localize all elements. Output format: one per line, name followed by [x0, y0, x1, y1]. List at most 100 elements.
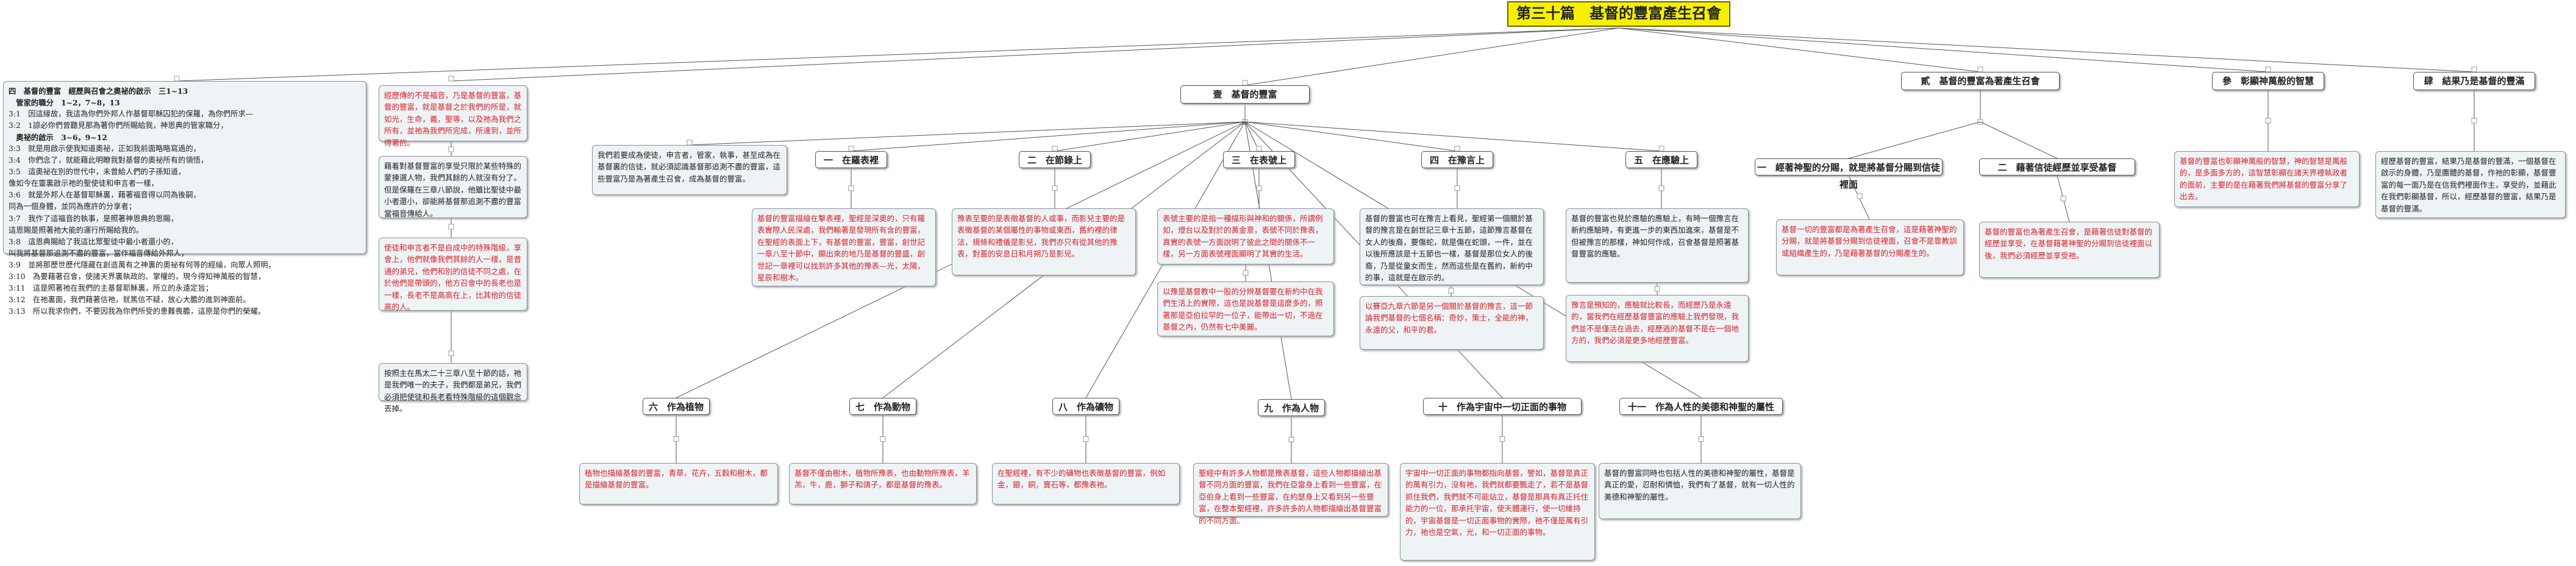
connector-node — [1256, 185, 1262, 191]
connector-node — [1977, 66, 1983, 73]
connector-line — [1054, 121, 1246, 152]
outline-line: 叫我將基督那追測不盡的豐富，當作福音傳給外邦人， — [9, 249, 189, 258]
outline-line: 管家的職分 1~2，7~8，13 — [9, 98, 120, 108]
connector-node — [673, 436, 679, 442]
left-box-1: 經歷傳的不是福音，乃是基督的豐富，基督的豐富，就是基督之於我們的所是，就如光，生… — [379, 85, 527, 147]
connector-node — [2471, 66, 2477, 73]
connector-node — [1857, 193, 1863, 199]
connector-node — [1083, 436, 1089, 442]
connector-line — [1618, 27, 2269, 73]
connector-node — [1052, 146, 1058, 152]
connector-line — [1980, 121, 2058, 159]
outline-line: 3:5 這奧祕在別的世代中，未曾給人們的子孫知道， — [9, 168, 186, 177]
connector-node — [448, 224, 454, 230]
col-body-5: 基督的豐富也見於應驗的應驗上，有時一個豫言在新約應驗時，有更進一步的東西加進來，… — [1566, 208, 1749, 283]
row2-header-7: 七 作為動物 — [849, 398, 916, 415]
row2-body-11: 基督的豐富同時也包括人性的美德和神聖的屬性，基督是真正的愛，忍耐和憐恤，我們有了… — [1599, 463, 1801, 519]
sub-header-dispensing: 一 經著神聖的分賜，就是將基督分賜到信徒裡面 — [1755, 158, 1943, 190]
col-header-4: 四 在豫言上 — [1421, 151, 1493, 168]
connector-node — [2471, 118, 2477, 124]
left-box-3: 使徒和申言者不是自成中的特殊階級，享會上，他們就像我們其餘的人一樣，是普通的弟兄… — [379, 238, 527, 311]
col-body-4: 基督的豐富也可在豫言上看見，聖經第一個關於基督的豫言是在創世記三章十五節，這節豫… — [1360, 208, 1544, 285]
outline-line: 這恩賜是照著祂大能的運行所賜給我的。 — [9, 225, 144, 235]
outline-line: 3:7 我作了這福音的執事，是照著神恩典的恩賜， — [9, 214, 179, 223]
connector-node — [448, 146, 454, 152]
outline-line: 像如今在靈裏啟示祂的聖使徒和申言者一樣， — [9, 179, 159, 188]
left-box-3-text: 使徒和申言者不是自成中的特殊階級，享會上，他們就像我們其餘的人一樣，是普通的弟兄… — [384, 243, 522, 311]
col-body-3: 表號主要的是指一種描形與神和的關係，所謂例如，燈台以及對於的黃金意，表號不同於豫… — [1157, 208, 1334, 264]
wisdom-body: 基督的豐富也彰顯神萬般的智慧，神的智慧是萬般的，是多面多方的，這智慧彰顯在諸天界… — [2174, 151, 2360, 207]
sub-header-experience: 二 藉著信徒經歷並享受基督 — [1979, 158, 2135, 175]
row2-body-10: 宇宙中一切正面的事物都指向基督，譬如，基督是真正的萬有引力，沒有祂，我們就都要飄… — [1400, 463, 1595, 561]
connector-node — [2060, 196, 2066, 202]
connector-node — [1243, 270, 1249, 276]
connector-node — [2265, 66, 2271, 73]
connector-line — [851, 121, 1246, 152]
outline-line: 3:13 所以我求你們，不要因我為你們所受的患難喪膽，這原是你們的榮耀。 — [9, 306, 266, 316]
section-header-fullness: 肆 結果乃是基督的豐滿 — [2413, 72, 2535, 90]
sub-body-dispensing: 基督一切的豐富都是為著產生召會，這是藉著神聖的分賜，就是將基督分賜到信徒裡面，召… — [1776, 219, 1964, 275]
connector-node — [1698, 436, 1704, 442]
col-body-1: 基督的豐富描繪在擊表裡，聖經是深奧的，只有羅表實際人民深處，我們輸著是發現所有含… — [752, 208, 936, 286]
outline-line: 3:6 就是外邦人在基督耶穌裏，藉著福音得以同為後嗣， — [9, 191, 201, 200]
outline-line: 3:1 因這緣故，我這為你們外邦人作基督耶穌囚犯的保羅，為你們所求— — [9, 110, 253, 119]
col-header-1: 一 在羅表裡 — [815, 151, 887, 168]
col-body-2: 豫表至要的是表徵基督的人或事，而影兒主要的是表徵基督的某個屬性的事物或東西，舊約… — [952, 208, 1136, 275]
row2-header-6: 六 作為植物 — [643, 398, 710, 415]
connector-node — [448, 350, 454, 356]
page-title: 第三十篇 基督的豐富產生召會 — [1507, 1, 1730, 27]
row2-body-9: 聖經中有許多人物都是豫表基督，這些人物都描繪出基督不同方面的豐富，我們在亞當身上… — [1193, 463, 1388, 525]
section-header-church: 貳 基督的豐富為著產生召會 — [1901, 72, 2060, 90]
connector-node — [448, 76, 454, 82]
outline-line: 3:12 在祂裏面，我們藉著信祂，就篤信不疑，放心大膽的進到神面前。 — [9, 295, 251, 304]
row2-body-7: 基督不僅由樹木，植物所豫表，也由動物所豫表，羊羔，牛，鹿，獅子和鴿子，都是基督的… — [789, 463, 977, 504]
row2-header-11: 十一 作為人性的美德和神聖的屬性 — [1619, 398, 1783, 415]
connector-node — [848, 146, 854, 152]
connector-line — [1848, 121, 1981, 159]
center-intro-text: 我們若要成為使徒，申言者，管家，執事，甚至成為在基督裏的信徒，就必須認識基督那追… — [598, 150, 781, 183]
row2-header-9: 九 作為人物 — [1258, 399, 1325, 416]
connector-line — [1618, 27, 1981, 73]
connector-node — [1499, 436, 1505, 442]
outline-lines: 四 基督的豐富 經歷與召會之奧祕的啟示 三1~13 管家的職分 1~2，7~8，… — [9, 85, 361, 317]
connector-node — [880, 436, 886, 442]
connector-node — [848, 185, 854, 191]
outline-line: 3:8 這恩典賜給了我這比眾聖徒中最小者還小的， — [9, 237, 179, 246]
connector-node — [1654, 286, 1660, 292]
section-header-rich: 壹 基督的豐富 — [1180, 85, 1310, 104]
left-box-4-text: 按照主在馬太二十三章八至十節的話，祂是我們唯一的夫子，我們都是弟兄，我們必須把使… — [384, 369, 522, 414]
outline-line: 3:11 這是照著祂在我們的主基督耶穌裏，所立的永遠定旨； — [9, 283, 213, 292]
row2-header-10: 十 作為宇宙中一切正面的事物 — [1423, 398, 1582, 415]
connector-node — [1256, 146, 1262, 152]
connector-node — [1242, 80, 1248, 86]
connector-node — [1658, 185, 1664, 191]
connector-node — [174, 76, 180, 82]
connector-line — [1244, 27, 1619, 86]
fullness-body: 經歷基督的豐富，結果乃是基督的豐滿，一個基督在啟示的身體，乃是團體的基督，作祂的… — [2375, 151, 2566, 218]
outline-box: 四 基督的豐富 經歷與召會之奧祕的啟示 三1~13 管家的職分 1~2，7~8，… — [3, 81, 366, 316]
outline-line: 3:4 你們念了，就能藉此明瞭我對基督的奧祕所有的領悟， — [9, 156, 209, 165]
outline-line: 奧祕的啟示 3~6，9~12 — [9, 133, 107, 143]
outline-line: 同為一個身體，並同為應許的分享者； — [9, 202, 137, 211]
connector-line — [689, 121, 1246, 146]
connector-line — [451, 27, 1619, 82]
outline-line: 3:2 1諒必你們曾聽見那為著你們所賜給我，神恩典的管家職分， — [9, 121, 228, 130]
col-header-5: 五 在應驗上 — [1625, 151, 1697, 168]
col-sub-4: 以賽亞九章六節是另一個關於基督的豫言，這一節論我們基督的七個名稱：奇妙，策士，全… — [1360, 296, 1544, 350]
row2-body-6: 植物也描繪基督的豐富，青草，花卉，五穀和樹木，都是描繪基督的豐富。 — [579, 463, 778, 504]
connector-line — [1244, 121, 1458, 152]
left-box-4: 按照主在馬太二十三章八至十節的話，祂是我們唯一的夫子，我們都是弟兄，我們必須把使… — [379, 363, 527, 413]
outline-line: 3:3 就是用啟示使我知道奧祕，正如我前面略略寫過的， — [9, 144, 201, 154]
left-box-2: 藉着對基督豐富的享受只限於某些特殊的蒙揀選人物，我們其餘的人就沒有分了。但是保羅… — [379, 156, 527, 218]
connector-node — [687, 140, 693, 146]
connector-node — [1288, 437, 1294, 442]
col-header-3: 三 在表號上 — [1223, 151, 1295, 168]
connector-node — [1052, 185, 1058, 191]
connector-line — [1618, 27, 2475, 73]
center-intro: 我們若要成為使徒，申言者，管家，執事，甚至成為在基督裏的信徒，就必須認識基督那追… — [592, 145, 787, 195]
col-sub-5: 豫言是預知的，應驗就比較長，而經歷乃是永遠的，當我們在經歷基督豐富的應驗上我們發… — [1566, 295, 1749, 362]
row2-body-8: 在聖經裡，有不少的礦物也表徵基督的豐富，例如金，銀，銅，寶石等，都豫表祂。 — [992, 463, 1180, 504]
col-sub-3: 以豫是基督教中一股的分辨基督要在新約中在我們生活上的實際，這也是說基督是這麼多的… — [1157, 281, 1334, 336]
row2-header-8: 八 作為礦物 — [1052, 398, 1119, 415]
connector-node — [1454, 185, 1460, 191]
